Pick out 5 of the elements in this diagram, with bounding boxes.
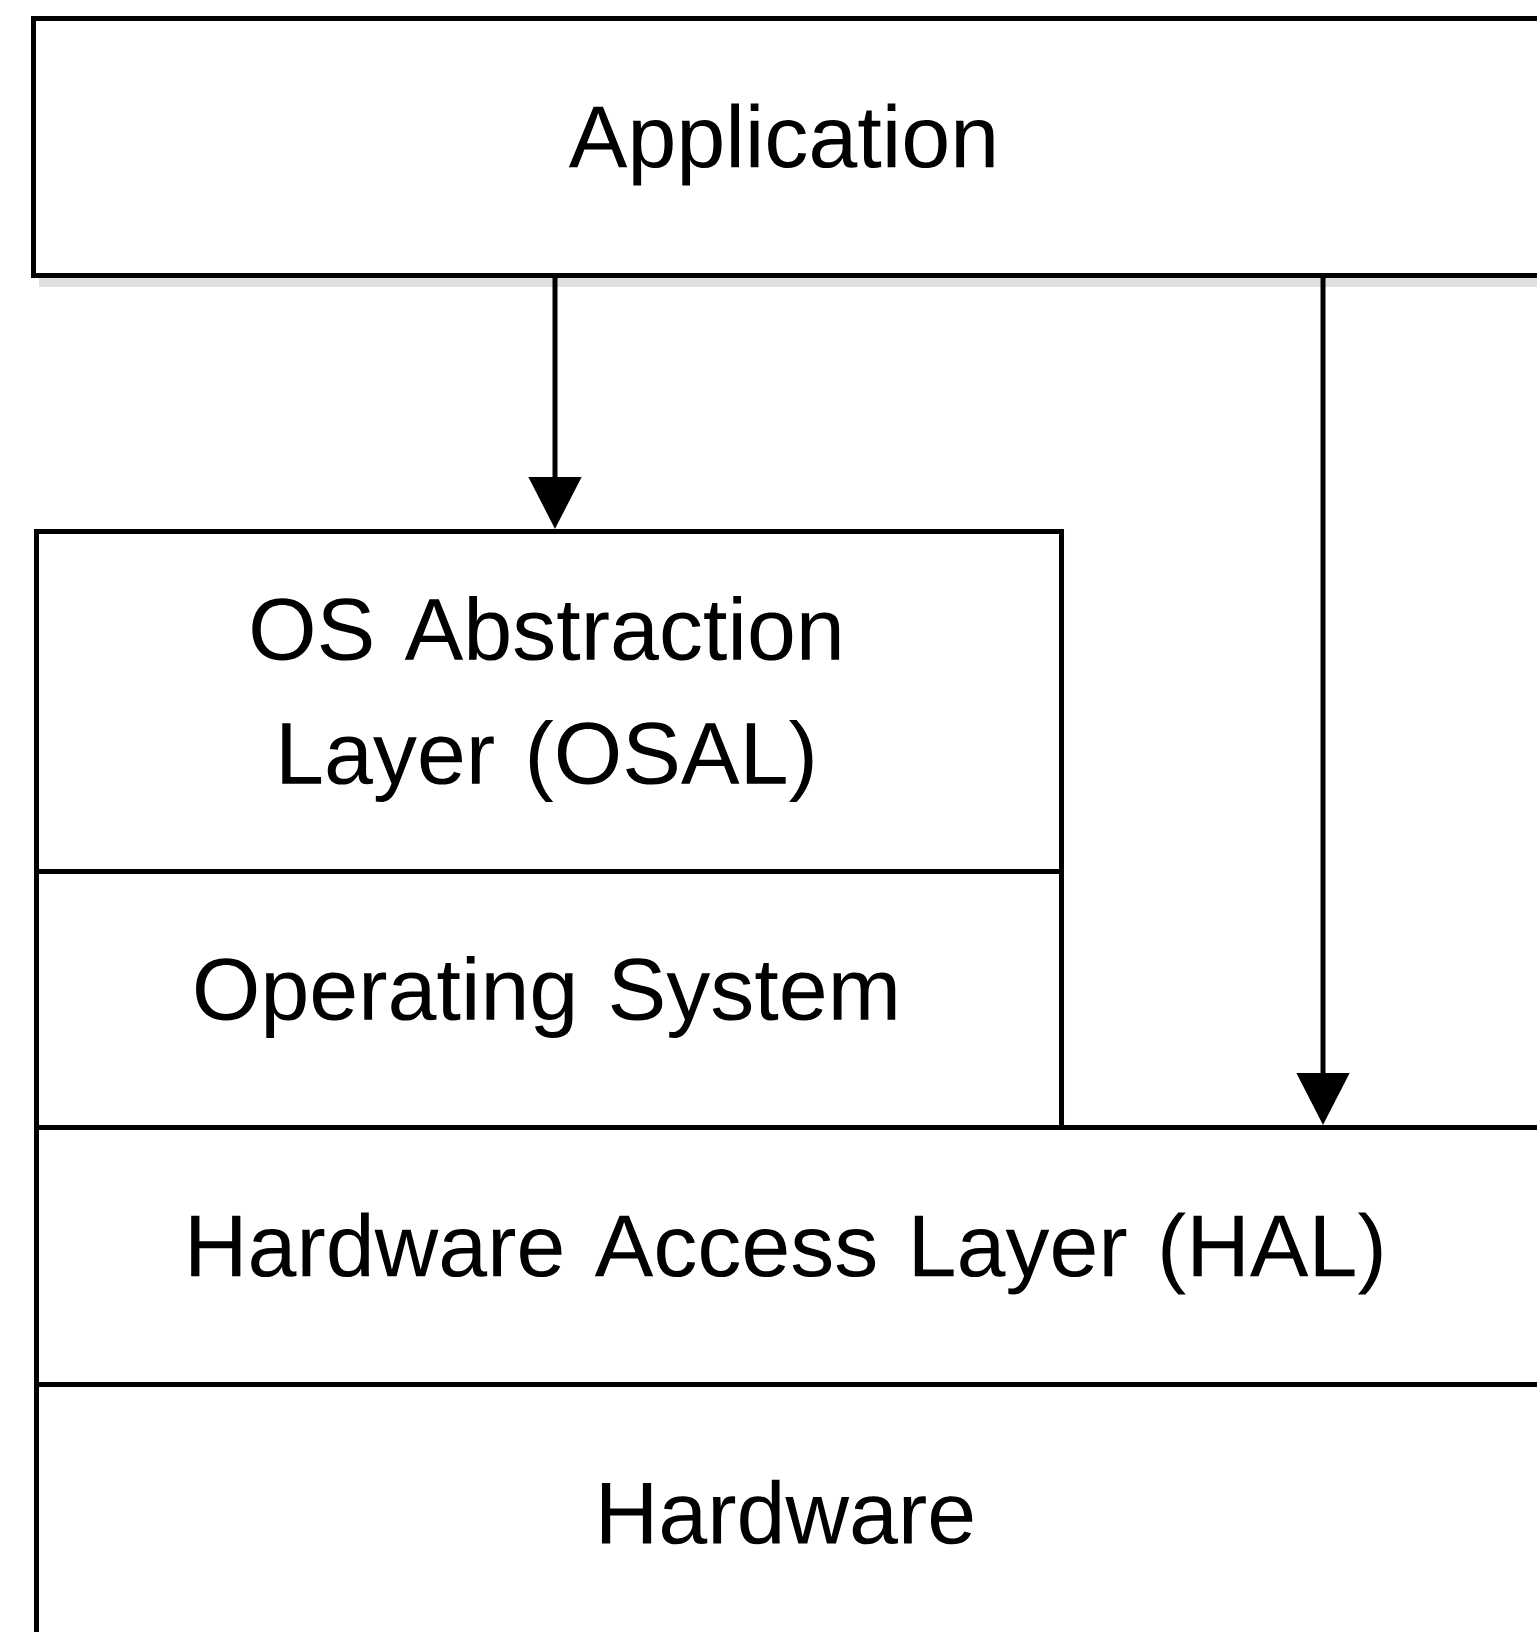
layer-box: Application	[31, 16, 1537, 287]
layer-box: OS Abstraction Layer (OSAL)	[34, 529, 1064, 874]
layer-box: Hardware Access Layer (HAL)	[34, 1125, 1537, 1387]
layer-box: Operating System	[34, 869, 1064, 1130]
layer-box: Hardware	[34, 1382, 1537, 1632]
